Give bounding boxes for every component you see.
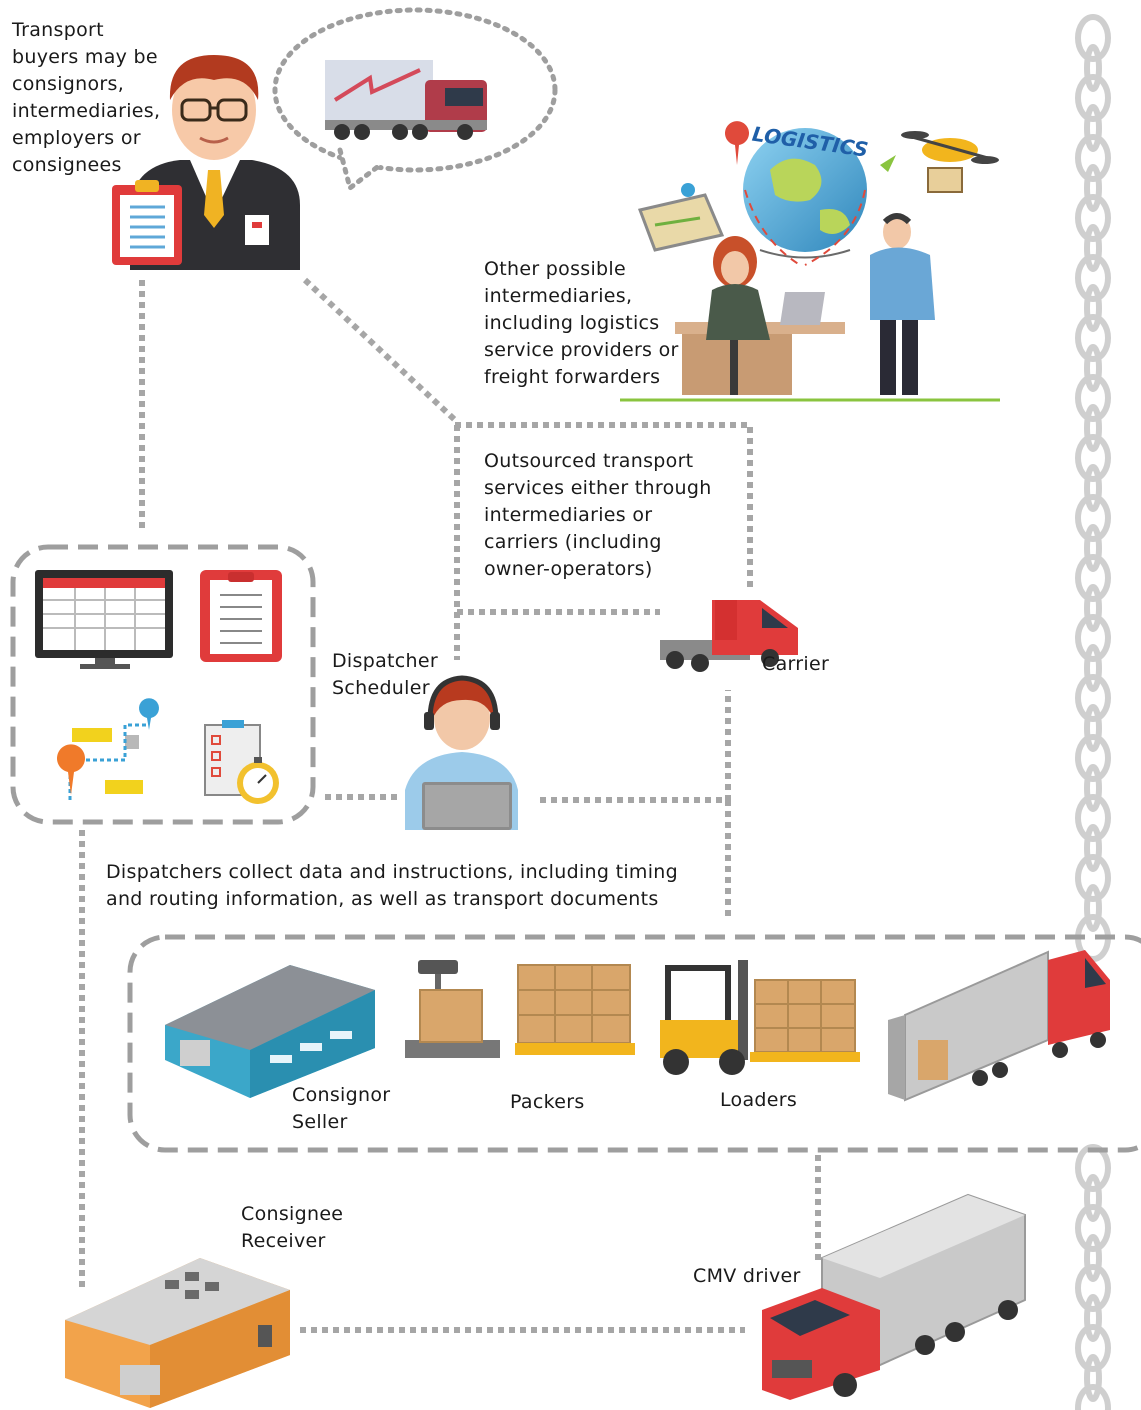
chain-link: [1084, 164, 1102, 212]
chain-link: [1075, 14, 1111, 62]
chain-link: [1084, 464, 1102, 512]
chain-link: [1075, 794, 1111, 842]
other-intermediaries-label: Other possible intermediaries, including…: [484, 258, 679, 388]
connector-dispatcher-to-carrier: [540, 690, 731, 803]
route-map-icon: [56, 698, 159, 800]
dispatcher-headset-icon: [405, 675, 518, 830]
chain-link: [1075, 1384, 1111, 1410]
orange-warehouse-icon: [65, 1258, 290, 1408]
connector-buyer-to-outsourced: [302, 277, 458, 423]
chain-link: [1075, 494, 1111, 542]
chain-link: [1084, 704, 1102, 752]
loaders-label: Loaders: [720, 1089, 798, 1111]
carrier-label: Carrier: [762, 653, 830, 675]
forklift-icon: [660, 960, 860, 1075]
office-workers-icon: [620, 213, 1000, 402]
chain-link: [1084, 1234, 1102, 1282]
chain-link: [1075, 74, 1111, 122]
chain-link: [1084, 584, 1102, 632]
chain-link: [1084, 644, 1102, 692]
chain-link: [1084, 284, 1102, 332]
chain-link: [1075, 614, 1111, 662]
transport-buyers-label: Transport buyers may be consignors, inte…: [12, 19, 161, 176]
consignor-seller-label: Consignor Seller: [292, 1084, 391, 1133]
chain-link: [1075, 1264, 1111, 1312]
chain-link: [1084, 44, 1102, 92]
shippers-box: [127, 934, 1141, 1153]
scale-parcel-icon: [405, 960, 500, 1058]
dispatchers-collect-label: Dispatchers collect data and instruction…: [106, 861, 678, 910]
chain-link: [1075, 554, 1111, 602]
connector-lines: [79, 277, 821, 1333]
outsourced-services-label: Outsourced transport services either thr…: [484, 450, 712, 580]
clipboard-icon: [200, 570, 282, 662]
chain-link: [1084, 344, 1102, 392]
chain-link: [1075, 1204, 1111, 1252]
chain-link: [1084, 764, 1102, 812]
chain-icon: [1075, 14, 1111, 1410]
dispatcher-scheduler-label: Dispatcher Scheduler: [332, 650, 438, 699]
businessman-icon: [112, 55, 300, 270]
loading-truck-icon: [888, 950, 1110, 1102]
chain-link: [1084, 884, 1102, 932]
chain-link: [1075, 374, 1111, 422]
consignee-receiver-label: Consignee Receiver: [241, 1203, 344, 1252]
chain-link: [1075, 434, 1111, 482]
chain-link: [1075, 734, 1111, 782]
chain-link: [1084, 104, 1102, 152]
monitor-schedule-icon: [35, 570, 173, 669]
chain-link: [1084, 1294, 1102, 1342]
chain-link: [1075, 254, 1111, 302]
chain-link: [1084, 524, 1102, 572]
warehouse-icon: [165, 965, 375, 1098]
chain-link: [1084, 404, 1102, 452]
truck-icon: [325, 60, 487, 140]
chain-link: [1075, 674, 1111, 722]
globe-icon: [743, 128, 867, 266]
tractor-unit-icon: [660, 600, 798, 672]
cmv-truck-icon: [762, 1193, 1026, 1400]
checklist-stopwatch-icon: [204, 720, 279, 804]
chain-link: [1084, 1174, 1102, 1222]
chain-link: [1075, 854, 1111, 902]
chain-link: [1075, 194, 1111, 242]
packers-label: Packers: [510, 1091, 585, 1113]
location-pin-icon: [725, 121, 896, 172]
chain-link: [1084, 824, 1102, 872]
cmv-driver-label: CMV driver: [693, 1265, 801, 1287]
chain-link: [1075, 1144, 1111, 1192]
chain-link: [1075, 314, 1111, 362]
map-icon: [637, 183, 725, 252]
chain-link: [1084, 224, 1102, 272]
chain-link: [1075, 1324, 1111, 1372]
chain-link: [1084, 1354, 1102, 1402]
drone-icon: [901, 131, 999, 193]
dispatch-tools-box: [10, 544, 316, 825]
chain-link: [1075, 134, 1111, 182]
pallet-boxes-icon: [515, 964, 635, 1055]
